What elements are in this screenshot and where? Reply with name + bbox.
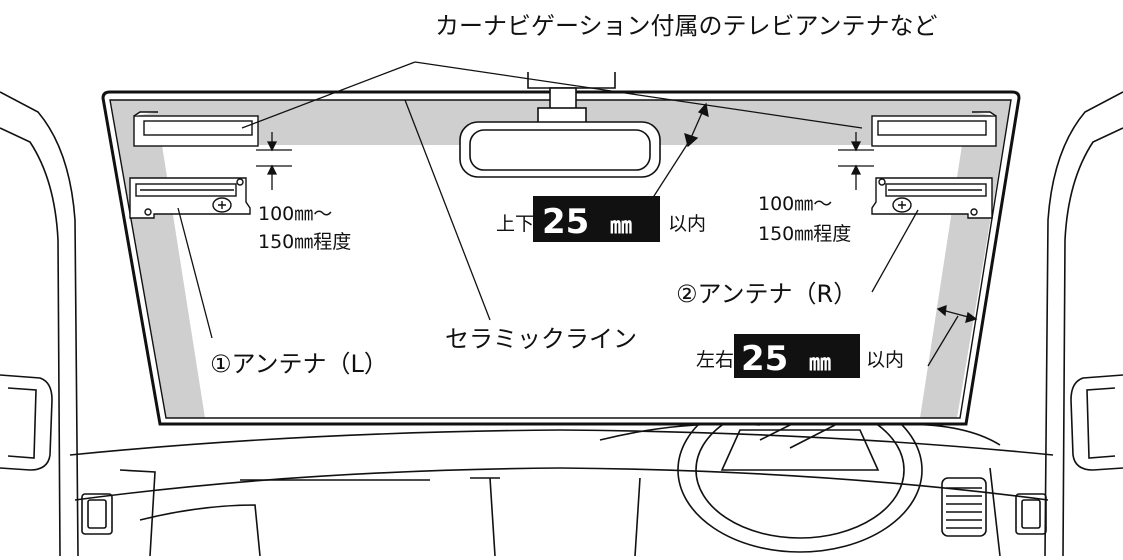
antenna-unit-right bbox=[871, 177, 993, 219]
leader-lines bbox=[177, 61, 919, 339]
vertical-limit-badge bbox=[533, 196, 660, 242]
distance-right-line2: 150㎜程度 bbox=[758, 223, 851, 245]
antenna-left-leader bbox=[177, 207, 213, 339]
distance-right-line1: 100㎜〜 bbox=[758, 193, 832, 215]
vertical-limit-value: 25 bbox=[542, 202, 589, 242]
horizontal-limit-prefix: 左右 bbox=[696, 349, 734, 371]
ceramic-leader bbox=[404, 99, 491, 321]
horizontal-limit-dimension bbox=[927, 305, 978, 367]
title-leader-right bbox=[414, 61, 863, 129]
horizontal-limit-unit: ㎜ bbox=[809, 351, 831, 376]
rearview-mirror bbox=[459, 72, 661, 178]
ceramic-line-label: セラミックライン bbox=[445, 325, 637, 353]
antenna-right-leader bbox=[871, 209, 919, 293]
antenna-unit-left bbox=[129, 177, 251, 219]
antenna-element-top-left bbox=[133, 111, 259, 147]
spacing-dimension-left bbox=[256, 132, 292, 190]
distance-left-line1: 100㎜〜 bbox=[258, 203, 332, 225]
vertical-limit-prefix: 上下 bbox=[496, 213, 534, 235]
diagram-title: カーナビゲーション付属のテレビアンテナなど bbox=[435, 12, 938, 40]
horizontal-limit-suffix: 以内 bbox=[866, 349, 904, 371]
title-leader-left bbox=[241, 61, 416, 129]
spacing-dimension-right bbox=[838, 132, 874, 190]
vertical-limit-unit: ㎜ bbox=[610, 214, 632, 239]
antenna-right-label: ②アンテナ（R） bbox=[676, 280, 857, 308]
horizontal-limit-badge bbox=[734, 334, 860, 378]
horizontal-limit-value: 25 bbox=[741, 339, 788, 379]
car-body-outline bbox=[0, 91, 1123, 557]
distance-left-line2: 150㎜程度 bbox=[258, 231, 351, 253]
antenna-element-top-right bbox=[871, 111, 997, 147]
vertical-limit-suffix: 以内 bbox=[668, 213, 706, 235]
antenna-left-label: ①アンテナ（L） bbox=[210, 350, 388, 378]
